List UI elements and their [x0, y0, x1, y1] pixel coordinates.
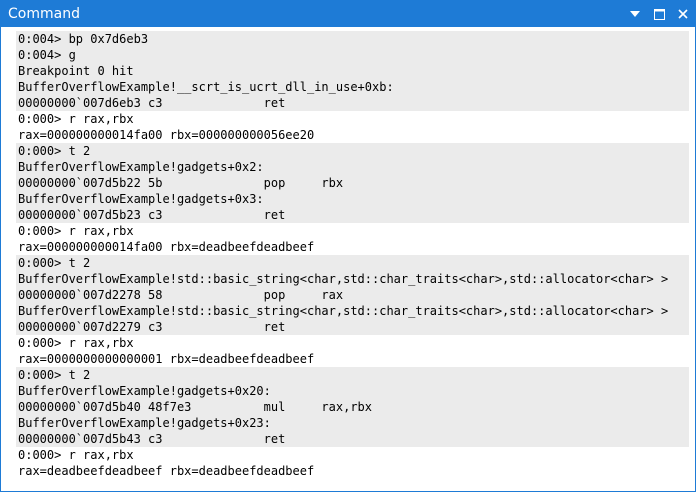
output-line: Breakpoint 0 hit: [16, 63, 689, 79]
output-line: 0:000> t 2: [16, 255, 689, 271]
close-icon: [678, 9, 688, 19]
output-line: 0:004> g: [16, 47, 689, 63]
output-line: rax=000000000014fa00 rbx=deadbeefdeadbee…: [18, 240, 315, 254]
output-line: BufferOverflowExample!gadgets+0x2:: [16, 159, 689, 175]
output-line: 00000000`007d5b43 c3 ret: [16, 431, 689, 447]
output-line: BufferOverflowExample!gadgets+0x3:: [16, 191, 689, 207]
output-line: 0:000> r rax,rbx: [18, 448, 134, 462]
output-line: 0:000> r rax,rbx: [18, 336, 134, 350]
dropdown-button[interactable]: [623, 1, 647, 27]
maximize-icon: [653, 8, 665, 20]
output-line: rax=deadbeefdeadbeef rbx=deadbeefdeadbee…: [18, 464, 315, 478]
output-line: 00000000`007d2279 c3 ret: [16, 319, 689, 335]
output-line: rax=000000000014fa00 rbx=000000000056ee2…: [18, 128, 315, 142]
output-line: 0:000> r rax,rbx: [18, 224, 134, 238]
title-bar[interactable]: Command: [1, 1, 695, 27]
output-line: 0:000> r rax,rbx: [18, 112, 134, 126]
maximize-button[interactable]: [647, 1, 671, 27]
output-line: 00000000`007d6eb3 c3 ret: [16, 95, 689, 111]
output-line: rax=0000000000000001 rbx=deadbeefdeadbee…: [18, 352, 315, 366]
output-line: 00000000`007d5b22 5b pop rbx: [16, 175, 689, 191]
chevron-down-icon: [630, 11, 640, 17]
close-button[interactable]: [671, 1, 695, 27]
output-line: BufferOverflowExample!gadgets+0x20:: [16, 383, 689, 399]
output-line: 0:000> t 2: [16, 143, 689, 159]
output-line: 0:004> bp 0x7d6eb3: [16, 31, 689, 47]
output-line: BufferOverflowExample!gadgets+0x23:: [16, 415, 689, 431]
output-line: 0:000> t 2: [16, 367, 689, 383]
output-line: BufferOverflowExample!__scrt_is_ucrt_dll…: [16, 79, 689, 95]
output-line: BufferOverflowExample!std::basic_string<…: [16, 271, 689, 287]
output-line: 00000000`007d5b23 c3 ret: [16, 207, 689, 223]
window-title: Command: [8, 6, 80, 22]
output-line: BufferOverflowExample!std::basic_string<…: [16, 303, 689, 319]
output-line: 00000000`007d5b40 48f7e3 mul rax,rbx: [16, 399, 689, 415]
output-line: 00000000`007d2278 58 pop rax: [16, 287, 689, 303]
